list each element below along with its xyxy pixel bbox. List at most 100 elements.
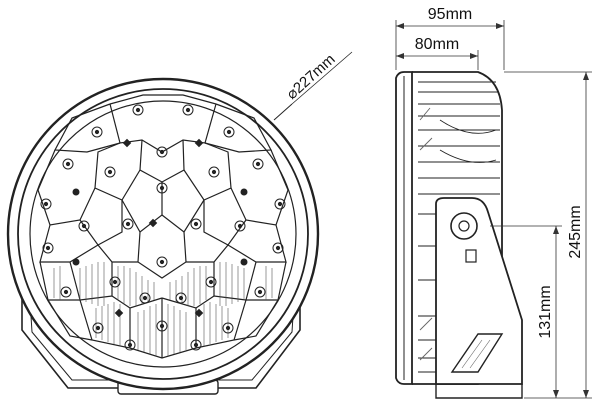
led xyxy=(124,339,136,351)
screw xyxy=(194,308,204,318)
dim-245-arrow-bottom xyxy=(583,390,589,398)
outer-ring xyxy=(6,77,320,391)
screw xyxy=(122,138,132,148)
pivot-bolt-inner xyxy=(458,220,470,232)
pivot-bolt xyxy=(450,212,478,240)
led-core xyxy=(142,295,148,301)
led-core xyxy=(211,169,217,175)
led xyxy=(132,104,144,116)
dim-95-arrow-right xyxy=(496,23,504,29)
led-core xyxy=(185,107,191,113)
led xyxy=(156,146,168,158)
led xyxy=(208,166,220,178)
diameter-leader-tail xyxy=(291,51,353,105)
led xyxy=(91,126,103,138)
front-view xyxy=(6,51,353,395)
led-core xyxy=(277,201,283,207)
led-core xyxy=(107,169,113,175)
led xyxy=(156,320,168,332)
bracket-slot-hatch xyxy=(461,339,491,369)
led-core xyxy=(43,201,49,207)
led xyxy=(222,322,234,334)
locking-nut xyxy=(465,249,477,263)
screw xyxy=(72,258,80,266)
led xyxy=(156,256,168,268)
led xyxy=(92,322,104,334)
led xyxy=(205,276,217,288)
led-core xyxy=(135,107,141,113)
led-core xyxy=(257,289,263,295)
lens-ring xyxy=(29,100,297,368)
led xyxy=(156,182,168,194)
dim-131-arrow-top xyxy=(553,226,559,234)
diameter-label: ⌀227mm xyxy=(283,51,338,103)
led xyxy=(122,218,134,230)
led-core xyxy=(95,325,101,331)
led-core xyxy=(159,323,165,329)
led-core xyxy=(94,129,100,135)
led-core xyxy=(208,279,214,285)
reflector-screws xyxy=(72,138,248,318)
led xyxy=(223,126,235,138)
led-core xyxy=(226,129,232,135)
dim-95-label: 95mm xyxy=(428,6,472,23)
led-core xyxy=(178,295,184,301)
dimension-lines xyxy=(395,20,592,399)
led-core xyxy=(63,289,69,295)
bracket-base xyxy=(435,384,523,399)
dim-80-arrow-right xyxy=(470,53,478,59)
dim-80-label: 80mm xyxy=(415,36,459,53)
led-core xyxy=(45,245,51,251)
led xyxy=(40,198,52,210)
screw xyxy=(72,188,80,196)
screw xyxy=(148,218,158,228)
led xyxy=(104,166,116,178)
led xyxy=(272,242,284,254)
led-core xyxy=(275,245,281,251)
screw xyxy=(194,138,204,148)
bezel-ring xyxy=(17,88,309,380)
led-core xyxy=(159,185,165,191)
bracket-slot xyxy=(450,333,504,373)
dim-131-arrow-bottom xyxy=(553,390,559,398)
dim-245-label: 245mm xyxy=(567,205,584,258)
dim-245-arrow-top xyxy=(583,72,589,80)
led-core xyxy=(81,223,87,229)
led xyxy=(254,286,266,298)
dim-131-label: 131mm xyxy=(537,285,554,338)
led xyxy=(234,220,246,232)
led-core xyxy=(127,342,133,348)
dim-95-arrow-left xyxy=(396,23,404,29)
screw xyxy=(240,258,248,266)
led xyxy=(252,158,264,170)
led xyxy=(190,339,202,351)
led xyxy=(42,242,54,254)
dim-80-arrow-left xyxy=(396,53,404,59)
led xyxy=(139,292,151,304)
led-core xyxy=(193,342,199,348)
led-core xyxy=(225,325,231,331)
diameter-leader-line xyxy=(273,103,293,121)
led xyxy=(109,276,121,288)
side-view xyxy=(395,71,523,399)
led-core xyxy=(112,279,118,285)
led-core xyxy=(255,161,261,167)
led xyxy=(175,292,187,304)
led-emitters xyxy=(40,104,286,351)
led-core xyxy=(237,223,243,229)
led-core xyxy=(159,259,165,265)
reflector-hatching xyxy=(53,262,273,356)
led-core xyxy=(125,221,131,227)
led xyxy=(78,220,90,232)
led xyxy=(274,198,286,210)
led-core xyxy=(159,149,165,155)
led xyxy=(190,218,202,230)
led-core xyxy=(65,161,71,167)
led xyxy=(60,286,72,298)
screw xyxy=(240,188,248,196)
led-core xyxy=(193,221,199,227)
screw xyxy=(114,308,124,318)
led xyxy=(182,104,194,116)
led xyxy=(62,158,74,170)
